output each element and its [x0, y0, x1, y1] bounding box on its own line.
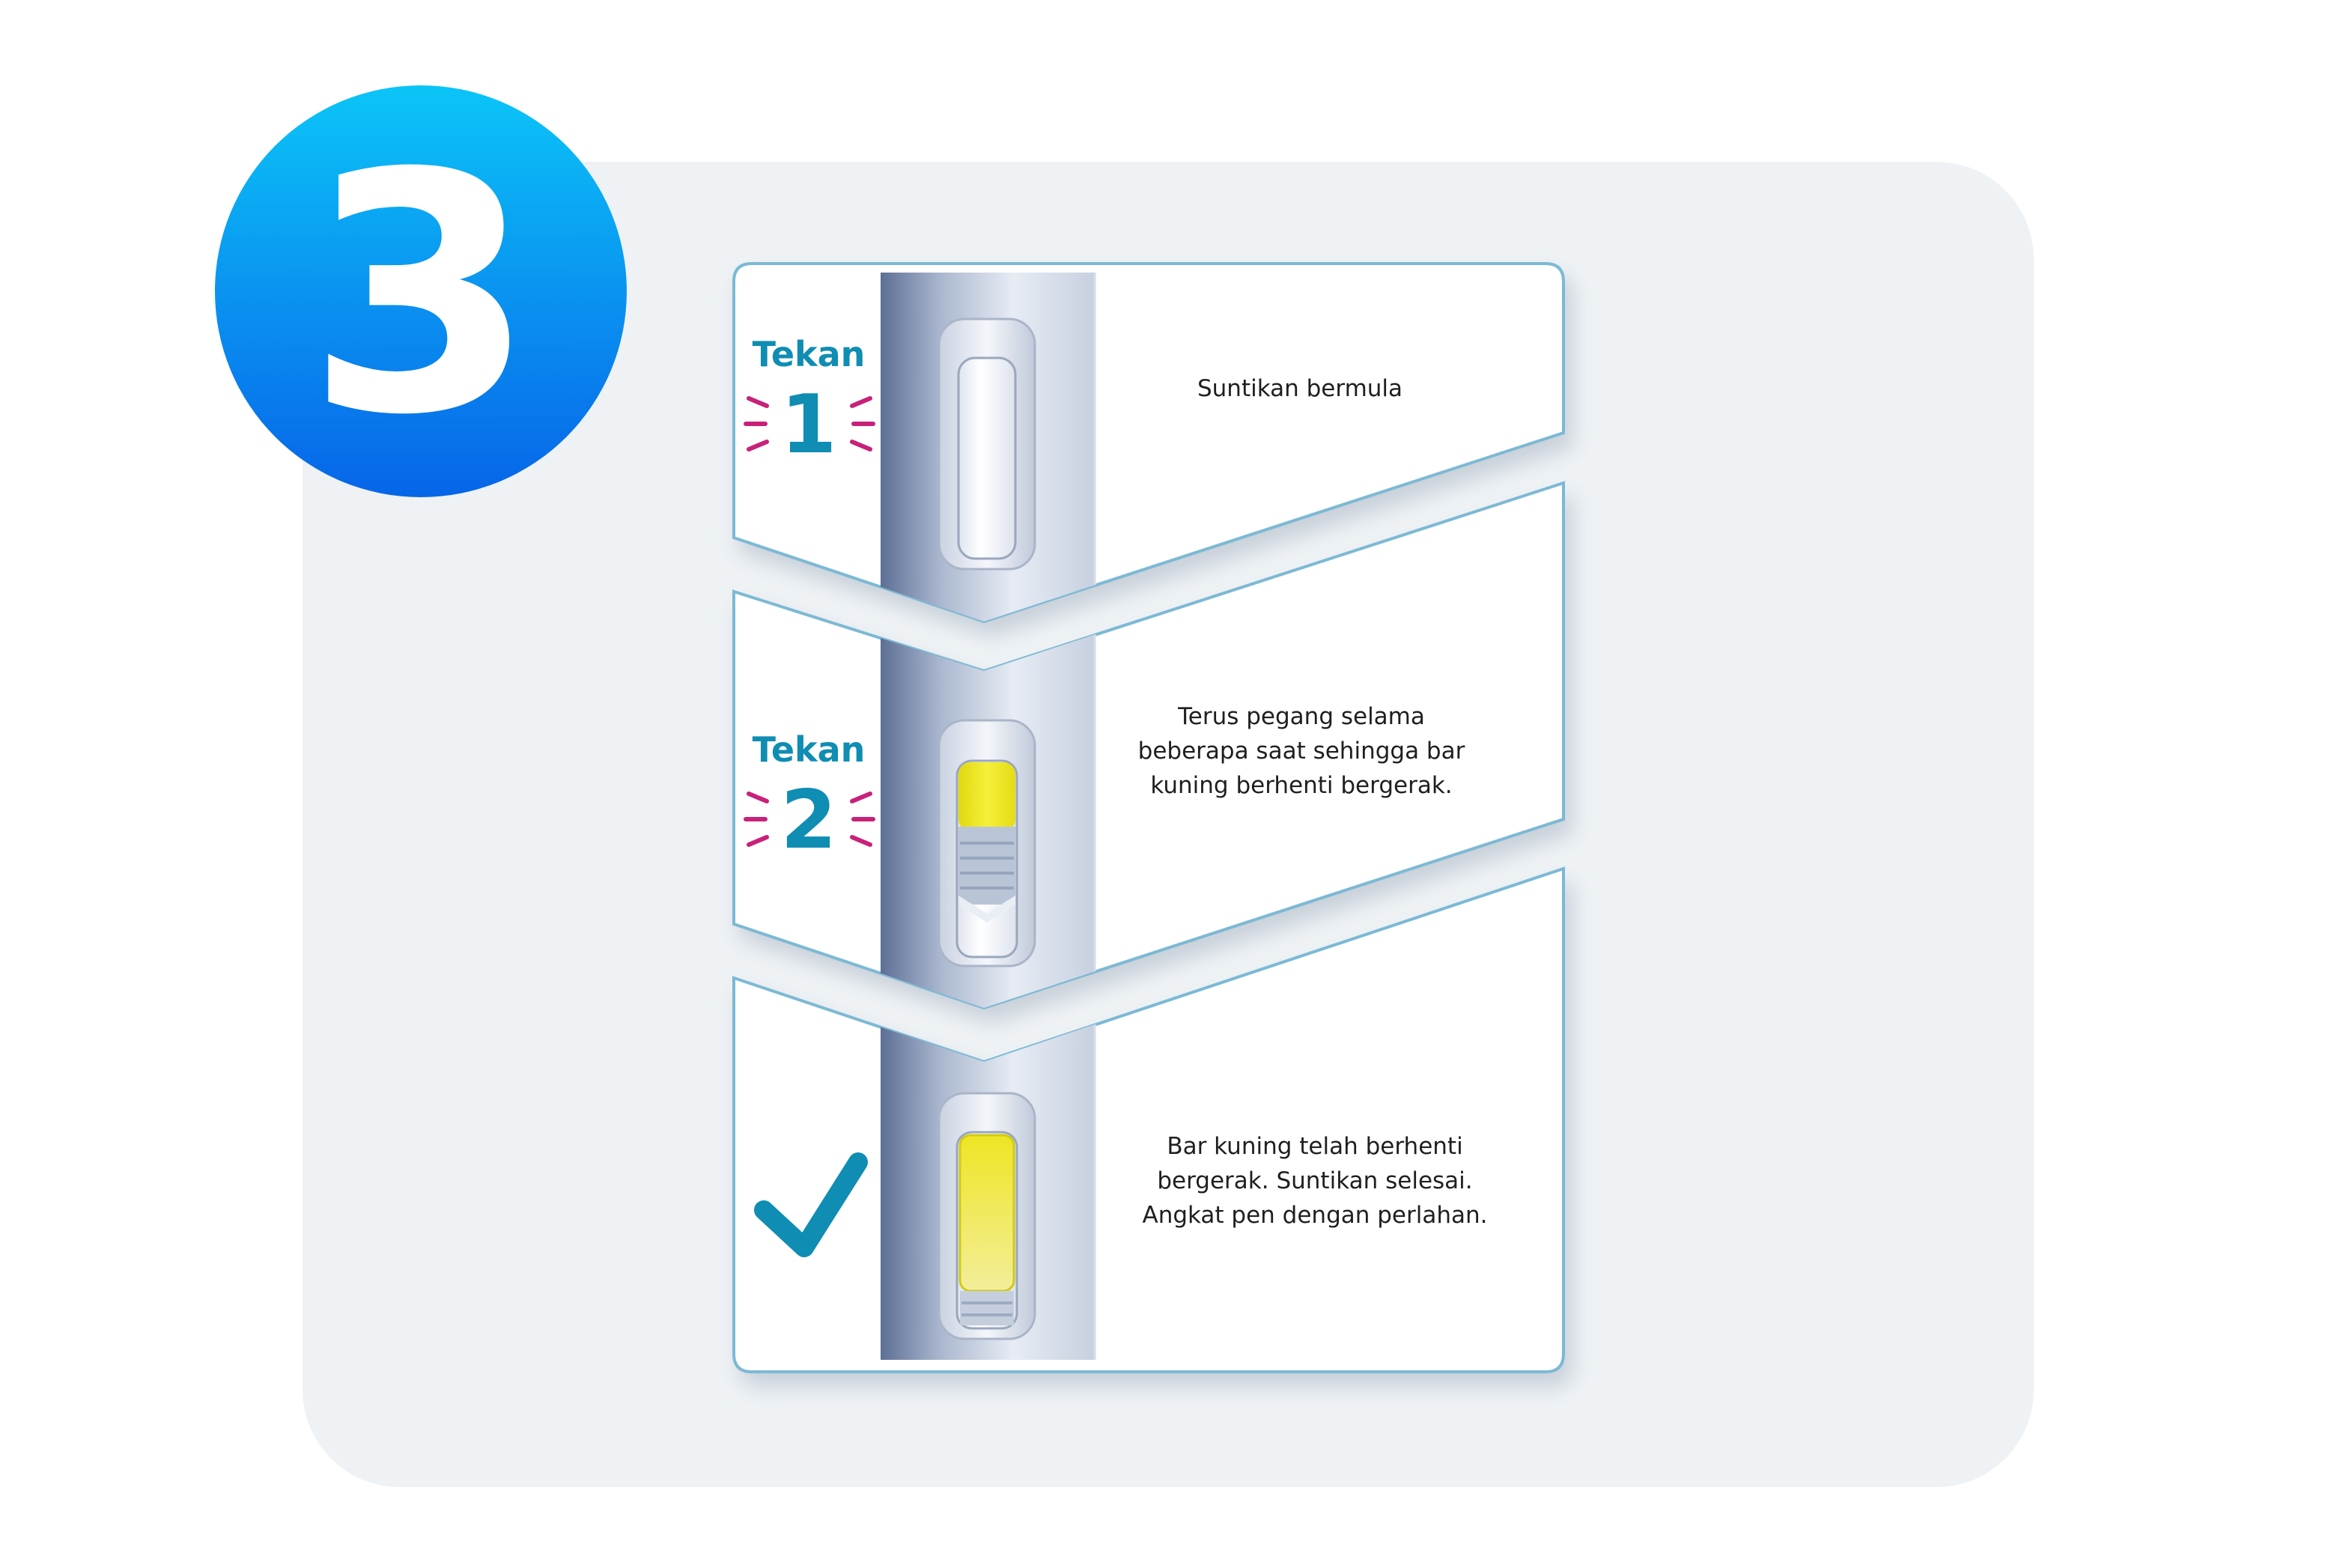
step-text-3: Bar kuning telah berhenti bergerak. Sunt…: [1142, 1133, 1488, 1229]
step-number-badge: 3: [215, 85, 627, 497]
step-number: 3: [306, 103, 536, 487]
yellow-bar: [958, 762, 1015, 831]
spark-icon: [744, 791, 875, 847]
press-label-2: Tekan: [752, 729, 866, 770]
checkmark-icon: [754, 1152, 868, 1257]
yellow-bar: [958, 1134, 1015, 1292]
press-label-1: Tekan: [752, 334, 866, 374]
press-number-1: 1: [780, 378, 837, 472]
step-text-1: Suntikan bermula: [1197, 375, 1403, 402]
down-arrow-icon: [958, 896, 1015, 923]
spark-icon: [744, 396, 875, 452]
step-text-2: Terus pegang selama beberapa saat sehing…: [1137, 703, 1465, 799]
step-panel-1: [732, 262, 1565, 624]
press-number-2: 2: [780, 774, 837, 867]
